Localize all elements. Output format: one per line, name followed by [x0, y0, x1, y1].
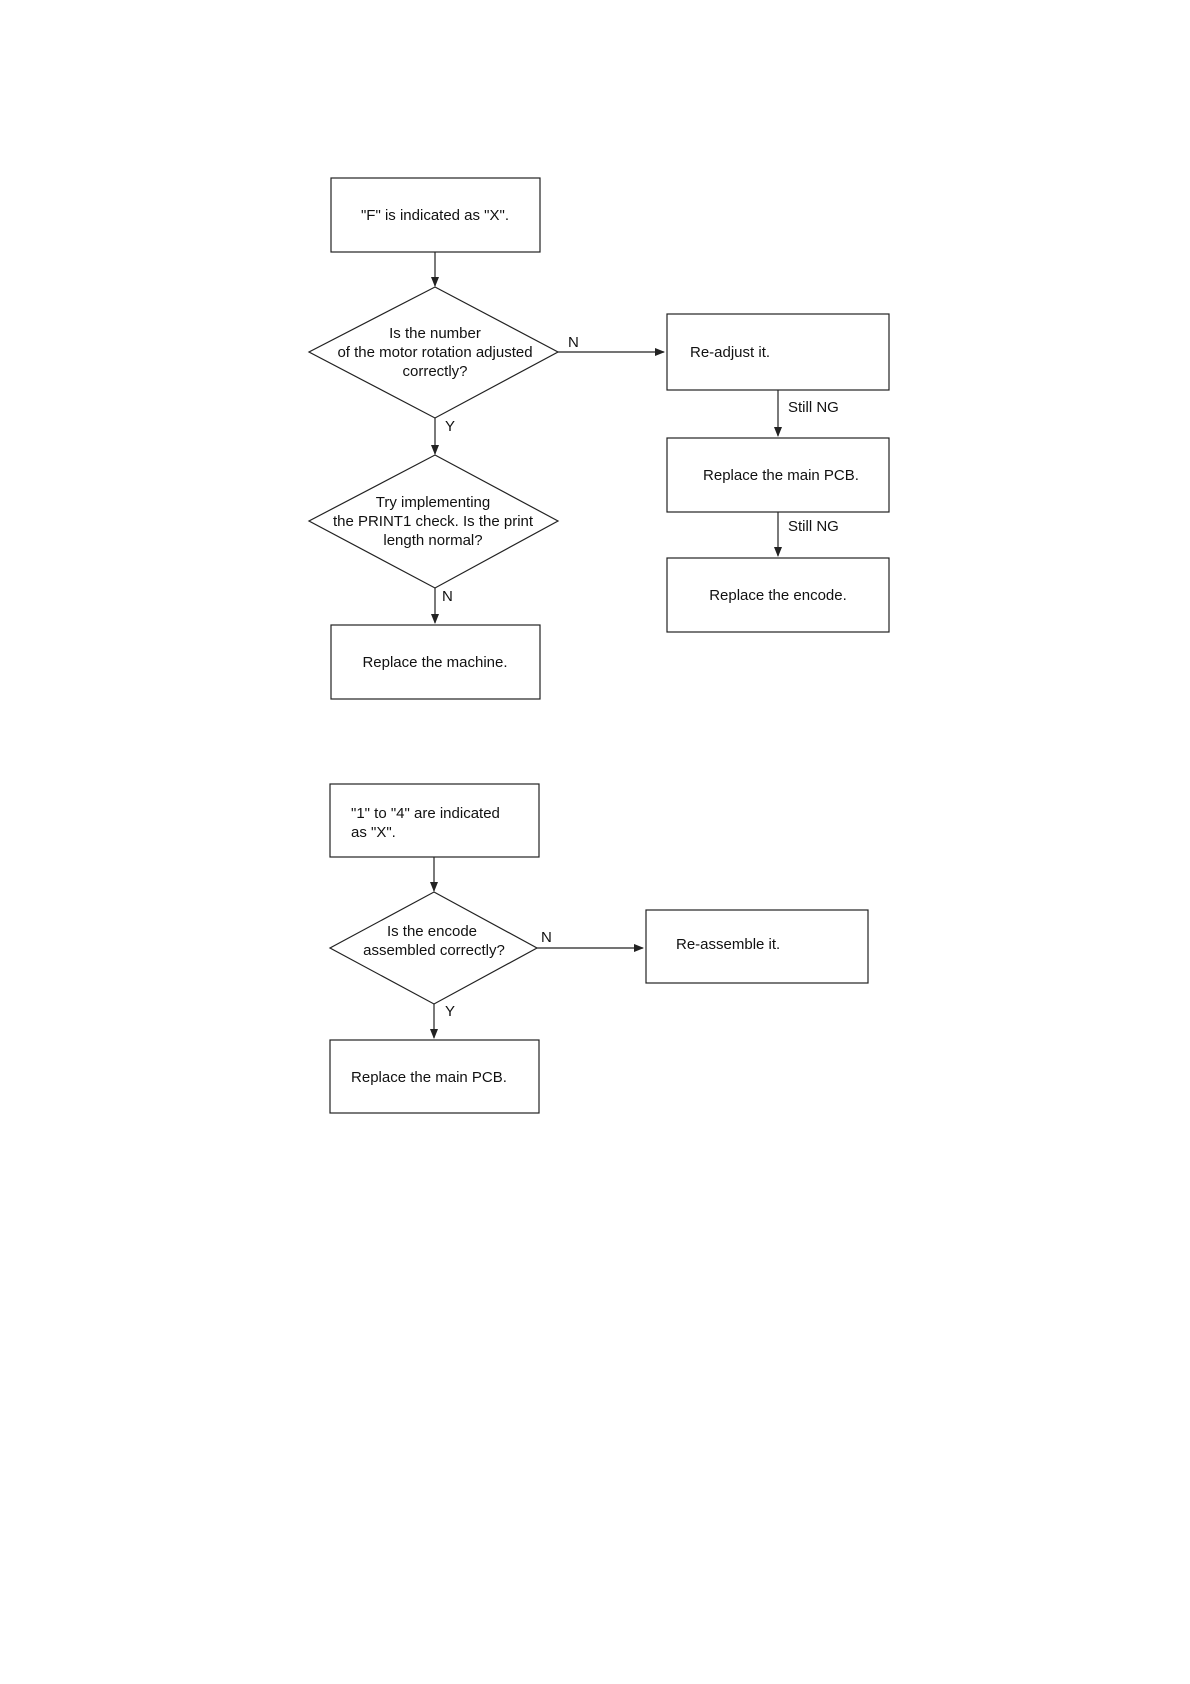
- decision-encode-assembled: Is the encode assembled correctly?: [328, 891, 539, 1005]
- start-box-f-indicated-label: "F" is indicated as "X".: [361, 207, 509, 224]
- decision-motor-rotation-line-2: of the motor rotation adjusted: [337, 344, 532, 361]
- box-replace-main-pcb-1-label: Replace the main PCB.: [703, 467, 859, 484]
- decision-print-length: Try implementing the PRINT1 check. Is th…: [307, 454, 560, 589]
- decision-print-length-line-2: the PRINT1 check. Is the print: [333, 513, 534, 530]
- edge-label-yes-1: Y: [445, 418, 455, 435]
- box-replace-main-pcb-1: Replace the main PCB.: [666, 437, 890, 513]
- flowchart-2: "1" to "4" are indicated as "X". Is the …: [328, 783, 869, 1114]
- decision-encode-line-1: Is the encode: [387, 923, 477, 940]
- edge-label-no-2: N: [442, 588, 453, 605]
- start-box-1-to-4-indicated: "1" to "4" are indicated as "X".: [329, 783, 540, 858]
- box-replace-machine: Replace the machine.: [330, 624, 541, 700]
- decision-motor-rotation-line-1: Is the number: [389, 325, 481, 342]
- box-readjust-label: Re-adjust it.: [690, 344, 770, 361]
- edge-label-still-ng-2: Still NG: [788, 518, 839, 535]
- edge-label-yes: Y: [445, 1003, 455, 1020]
- edge-label-still-ng-1: Still NG: [788, 399, 839, 416]
- decision-print-length-line-1: Try implementing: [376, 494, 490, 511]
- box-replace-machine-label: Replace the machine.: [362, 654, 507, 671]
- box-replace-main-pcb-2: Replace the main PCB.: [329, 1039, 540, 1114]
- edge-label-no: N: [541, 929, 552, 946]
- flowchart-1: "F" is indicated as "X". Is the number o…: [307, 177, 890, 700]
- decision-motor-rotation: Is the number of the motor rotation adju…: [307, 286, 560, 419]
- edge-label-no-1: N: [568, 334, 579, 351]
- box-reassemble-label: Re-assemble it.: [676, 936, 780, 953]
- box-replace-main-pcb-2-label: Replace the main PCB.: [351, 1069, 507, 1086]
- start-box-f-indicated: "F" is indicated as "X".: [330, 177, 541, 253]
- decision-encode-line-2: assembled correctly?: [363, 942, 505, 959]
- box-reassemble: Re-assemble it.: [645, 909, 869, 984]
- box-replace-encode-label: Replace the encode.: [709, 587, 847, 604]
- decision-print-length-line-3: length normal?: [383, 532, 482, 549]
- box-readjust: Re-adjust it.: [666, 313, 890, 391]
- box-replace-encode: Replace the encode.: [666, 557, 890, 633]
- decision-motor-rotation-line-3: correctly?: [402, 363, 467, 380]
- start-box-1-to-4-line-2: as "X".: [351, 824, 396, 841]
- start-box-1-to-4-line-1: "1" to "4" are indicated: [351, 805, 500, 822]
